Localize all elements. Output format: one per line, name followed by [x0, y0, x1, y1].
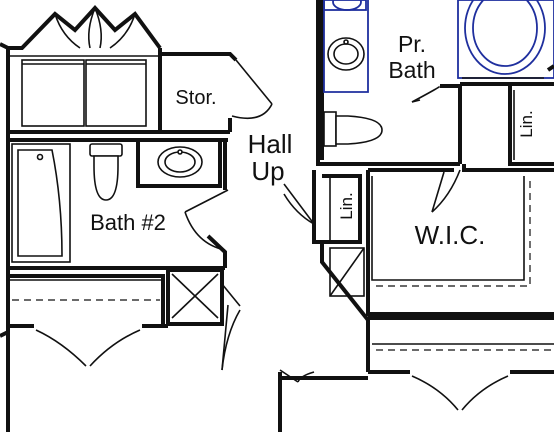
- linen-left-label: Lin.: [337, 192, 356, 219]
- primary-bath-label-1: Pr.: [398, 31, 426, 57]
- hall-doors: [221, 183, 315, 383]
- primary-sink-top: [332, 0, 362, 11]
- primary-toilet-tank: [323, 111, 337, 147]
- primary-bath: Pr. Bath: [316, 0, 554, 166]
- primary-bath-label-2: Bath: [388, 57, 435, 83]
- walk-in-closet: W.I.C.: [366, 164, 554, 316]
- linen-left: Lin.: [312, 170, 362, 244]
- storage-label: Stor.: [175, 87, 216, 109]
- linen-shaft-left-bottom: [166, 268, 241, 326]
- bath-2: Bath #2: [6, 132, 229, 270]
- storage-room: Stor.: [160, 52, 273, 134]
- toilet-bowl-bath2: [93, 155, 119, 201]
- bathtub: [11, 143, 71, 263]
- bathtub-basin: [17, 149, 63, 257]
- linen-right-label: Lin.: [517, 110, 536, 137]
- primary-vanity: [323, 0, 369, 93]
- hall-up-label: Up: [251, 156, 284, 186]
- closet-shelf-left: [21, 59, 85, 127]
- linen-shaft-center: [320, 242, 370, 372]
- primary-toilet-bowl: [335, 115, 383, 145]
- toilet-tank-bath2: [89, 143, 123, 157]
- wic-label: W.I.C.: [415, 220, 486, 250]
- hall-label: Hall: [248, 129, 293, 159]
- closet-shelf-right: [85, 59, 147, 127]
- vanity-bath2: [136, 138, 222, 188]
- bath2-label: Bath #2: [90, 210, 166, 235]
- lower-left-closet: [0, 268, 168, 432]
- lower-right-closet: [278, 316, 554, 432]
- left-closet-block: [0, 5, 162, 134]
- primary-sink: [327, 37, 365, 71]
- linen-right: Lin.: [460, 64, 554, 166]
